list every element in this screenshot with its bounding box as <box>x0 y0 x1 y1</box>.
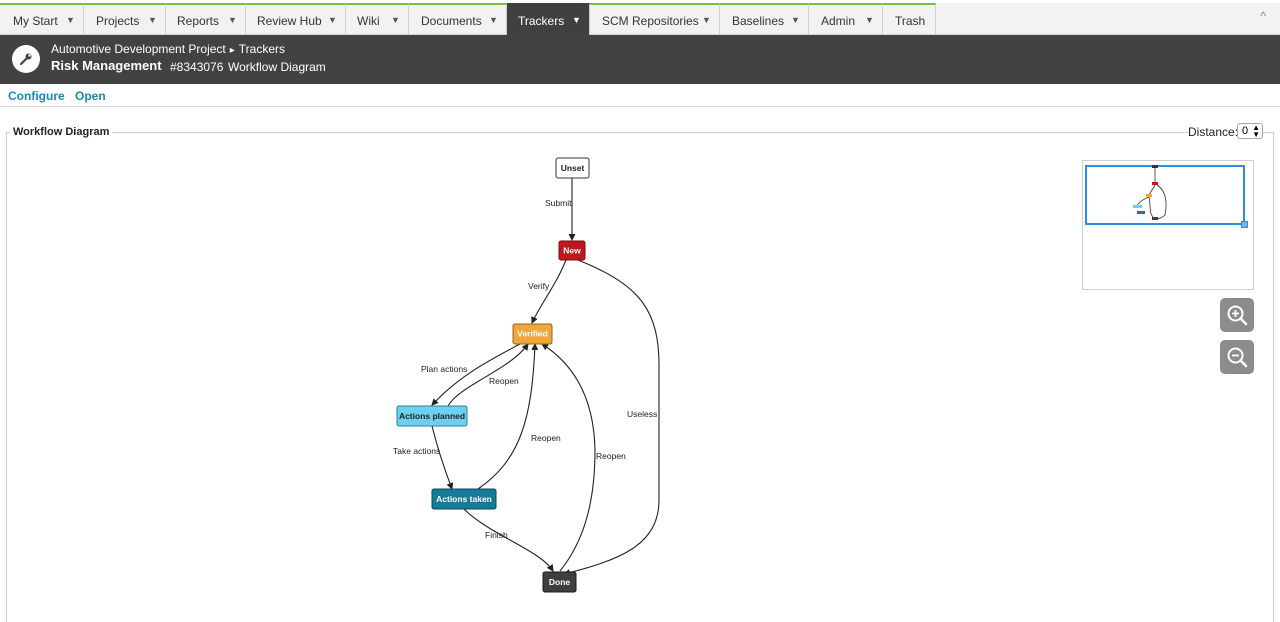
zoom-out-button[interactable] <box>1220 340 1254 374</box>
tab-trackers[interactable]: Trackers ▼ <box>507 3 590 35</box>
tab-scm-repositories[interactable]: SCM Repositories ▼ <box>590 3 720 35</box>
edge-label-submit: Submit <box>545 198 572 208</box>
node-label: Done <box>549 577 571 587</box>
chevron-down-icon[interactable]: ▼ <box>148 15 157 25</box>
tab-label: Baselines <box>732 14 785 28</box>
minimap-resize-handle[interactable] <box>1241 221 1248 228</box>
tab-label: Trash <box>895 14 926 28</box>
tab-label: Review Hub <box>257 14 322 28</box>
action-bar: Configure Open <box>0 84 1280 107</box>
node-done[interactable]: Done <box>542 571 577 593</box>
tab-wiki[interactable]: Wiki ▼ <box>346 3 409 35</box>
tab-label: SCM Repositories <box>602 14 699 28</box>
chevron-down-icon[interactable]: ▼ <box>702 15 711 25</box>
breadcrumb-project[interactable]: Automotive Development Project <box>51 42 226 56</box>
edge-useless[interactable] <box>563 259 660 576</box>
tab-reports[interactable]: Reports ▼ <box>166 3 246 35</box>
edge-label-plan-actions: Plan actions <box>421 364 467 374</box>
zoom-in-icon <box>1227 305 1248 326</box>
tab-admin[interactable]: Admin ▼ <box>809 3 883 35</box>
top-navigation: My Start ▼ Projects ▼ Reports ▼ Review H… <box>0 0 1280 35</box>
chevron-down-icon[interactable]: ▼ <box>66 15 75 25</box>
edge-reopen-done[interactable] <box>541 343 596 572</box>
distance-label: Distance: <box>1188 125 1241 139</box>
edge-verify[interactable] <box>531 259 567 324</box>
edge-plan-actions[interactable] <box>431 343 521 406</box>
node-unset[interactable]: Unset <box>555 157 590 179</box>
tab-label: Reports <box>177 14 220 28</box>
workflow-panel <box>6 132 1274 622</box>
tab-label: My Start <box>13 14 58 28</box>
breadcrumb-trackers[interactable]: Trackers <box>238 42 286 56</box>
node-verified[interactable]: Verified <box>512 323 553 345</box>
page-title: Risk Management <box>51 58 162 73</box>
tab-label: Trackers <box>518 14 565 28</box>
tab-label: Projects <box>96 14 140 28</box>
collapse-icon[interactable]: ^ <box>1260 9 1266 23</box>
tab-projects[interactable]: Projects ▼ <box>84 3 166 35</box>
edge-finish[interactable] <box>463 508 554 572</box>
edge-label-reopen: Reopen <box>489 376 519 386</box>
chevron-down-icon[interactable]: ▼ <box>572 15 581 25</box>
node-label: New <box>563 246 581 256</box>
page-subtitle: Workflow Diagram <box>228 60 326 74</box>
tab-label: Admin <box>821 14 856 28</box>
breadcrumb-separator: ▸ <box>229 45 235 56</box>
tab-label: Wiki <box>357 14 380 28</box>
node-actions-planned[interactable]: Actions planned <box>396 405 468 427</box>
edge-label-useless: Useless <box>627 409 657 419</box>
edge-label-verify: Verify <box>528 281 550 291</box>
zoom-in-button[interactable] <box>1220 298 1254 332</box>
edge-label-take-actions: Take actions <box>393 446 440 456</box>
tab-documents[interactable]: Documents ▼ <box>409 3 507 35</box>
tab-my-start[interactable]: My Start ▼ <box>0 3 84 35</box>
tracker-id: #8343076 <box>170 60 224 74</box>
open-link[interactable]: Open <box>75 89 106 103</box>
edge-take-actions[interactable] <box>431 425 454 490</box>
top-strip <box>0 0 1280 3</box>
wrench-icon <box>12 45 40 73</box>
chevron-down-icon[interactable]: ▼ <box>228 15 237 25</box>
diagram-minimap[interactable] <box>1082 160 1254 290</box>
minimap-preview <box>1133 165 1167 220</box>
tab-trash[interactable]: Trash <box>883 3 936 35</box>
chevron-down-icon[interactable]: ▼ <box>328 15 337 25</box>
distance-value: 0 <box>1242 125 1249 137</box>
configure-link[interactable]: Configure <box>8 89 65 103</box>
chevron-down-icon[interactable]: ▼ <box>489 15 498 25</box>
edge-reopen-taken[interactable] <box>477 343 539 490</box>
chevron-down-icon[interactable]: ▼ <box>391 15 400 25</box>
tab-baselines[interactable]: Baselines ▼ <box>720 3 809 35</box>
breadcrumb: Automotive Development Project▸Trackers <box>51 42 285 56</box>
zoom-out-icon <box>1227 347 1248 368</box>
up-down-icon: ▲▼ <box>1252 123 1260 139</box>
edge-label-finish: Finish <box>485 530 508 540</box>
edge-label-reopen: Reopen <box>531 433 561 443</box>
node-label: Actions taken <box>436 494 492 504</box>
page-header: Automotive Development Project▸Trackers … <box>0 35 1280 84</box>
node-label: Actions planned <box>399 411 465 421</box>
distance-select[interactable]: 0 ▲▼ <box>1237 123 1263 139</box>
minimap-viewport[interactable] <box>1085 165 1245 225</box>
edge-reopen-planned[interactable] <box>447 343 529 407</box>
chevron-down-icon[interactable]: ▼ <box>791 15 800 25</box>
node-label: Unset <box>561 163 585 173</box>
tab-label: Documents <box>421 14 482 28</box>
chevron-down-icon[interactable]: ▼ <box>865 15 874 25</box>
tab-review-hub[interactable]: Review Hub ▼ <box>246 3 346 35</box>
edge-label-reopen: Reopen <box>596 451 626 461</box>
node-actions-taken[interactable]: Actions taken <box>431 488 497 510</box>
node-label: Verified <box>517 329 548 339</box>
panel-legend: Workflow Diagram <box>10 126 113 138</box>
node-new[interactable]: New <box>558 240 586 261</box>
